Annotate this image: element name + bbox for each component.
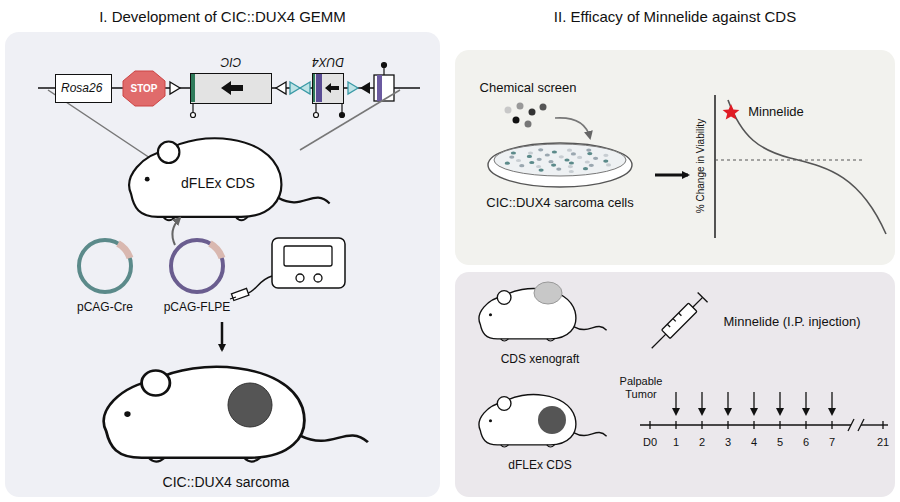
figure-label: % Change in Viability <box>695 119 707 213</box>
stop-sign: STOP <box>122 70 166 107</box>
figure-label: CIC::DUX4 sarcoma <box>163 474 290 490</box>
figure-label: CIC::DUX4 sarcoma cells <box>486 196 633 211</box>
gene-box: Rosa26 <box>55 74 112 103</box>
day-number: D0 <box>643 436 657 449</box>
day-number: 1 <box>673 436 679 449</box>
gene-decoration <box>191 74 270 102</box>
node-label: CIC <box>221 55 242 69</box>
figure-label: pCAG-Cre <box>77 301 133 315</box>
node-label: DUX4 <box>312 55 344 69</box>
gene-box: DUX4 <box>312 73 344 104</box>
gene-decoration <box>313 74 342 102</box>
node-label: STOP <box>122 70 166 107</box>
gene-box: CIC <box>190 73 272 104</box>
panel: II. Efficacy of Minnelide against CDS <box>455 0 895 266</box>
day-number: 5 <box>777 436 783 449</box>
day-number: 3 <box>725 436 731 449</box>
node-label: Rosa26 <box>56 75 107 101</box>
figure-label: Minnelide (I.P. injection) <box>723 315 860 330</box>
day-number: 7 <box>829 436 835 449</box>
figure-label: pCAG-FLPE <box>164 301 231 315</box>
figure-label: Palpable Tumor <box>615 375 667 400</box>
figure-label: dFLEx CDS <box>181 175 255 191</box>
figure-label: Minnelide <box>748 105 804 120</box>
figure-label: Chemical screen <box>480 81 577 96</box>
day-number: 4 <box>751 436 757 449</box>
panel-heading: II. Efficacy of Minnelide against CDS <box>455 8 895 25</box>
panel-heading: I. Development of CIC::DUX4 GEMM <box>0 8 445 25</box>
day-number: 2 <box>699 436 705 449</box>
day-number: 6 <box>803 436 809 449</box>
day-number: 21 <box>877 436 889 449</box>
panel: I. Development of CIC::DUX4 GEMMRosa26 ST… <box>0 0 445 500</box>
figure-label: CDS xenograft <box>501 353 580 367</box>
figure-label: dFLEx CDS <box>508 459 571 473</box>
